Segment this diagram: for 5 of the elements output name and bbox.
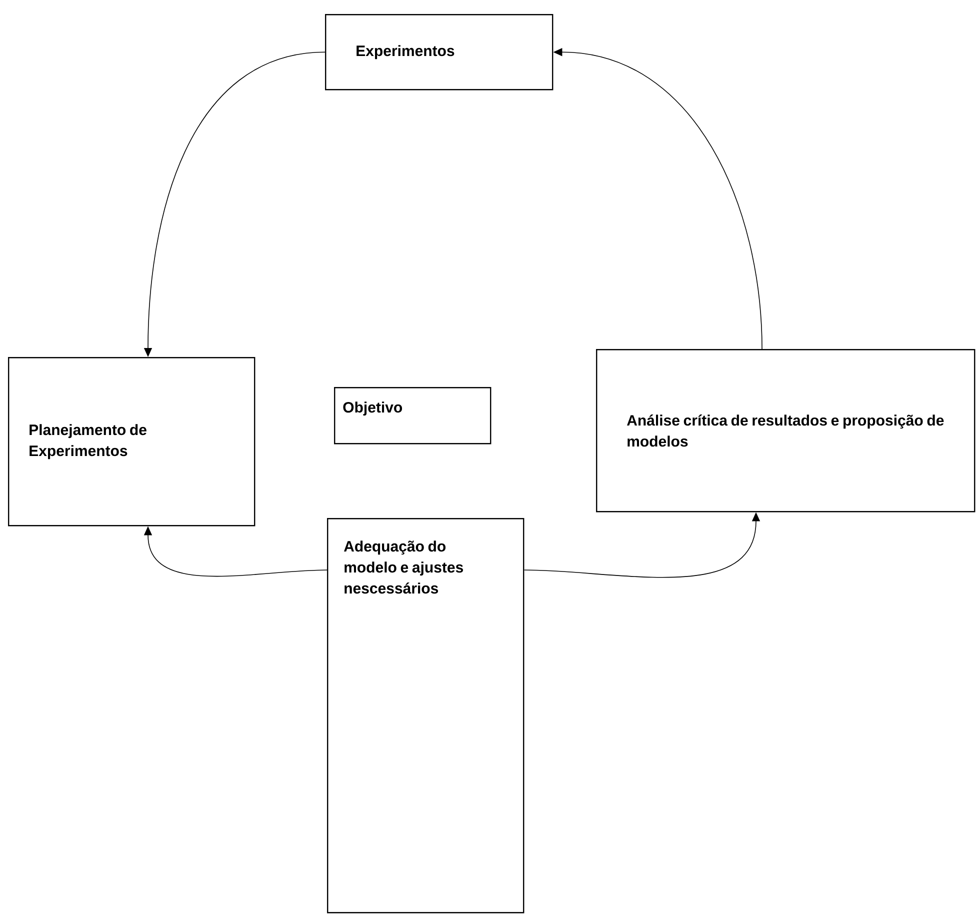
process-box: Experimentos	[325, 14, 554, 90]
process-box: Planejamento de Experimentos	[8, 357, 256, 526]
process-box: Objetivo	[334, 387, 492, 444]
process-box: Adequação do modelo e ajustes nescessários	[327, 518, 524, 914]
process-box: Análise crítica de resultados e proposição de modelos	[596, 349, 976, 512]
